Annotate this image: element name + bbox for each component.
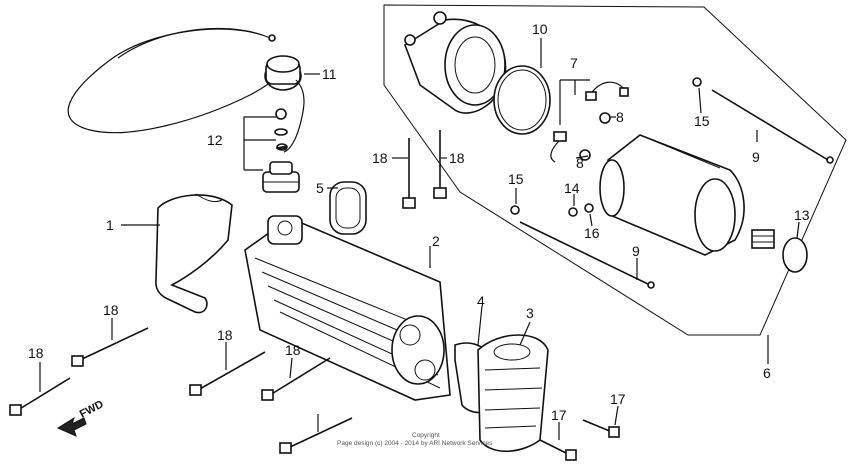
- bolt-18e: [189, 351, 266, 396]
- callout-13: 13: [794, 207, 810, 223]
- o-ring-10: [493, 65, 551, 135]
- bolt-18f: [261, 357, 331, 401]
- callout-3: 3: [526, 305, 534, 321]
- callout-15a: 15: [694, 113, 710, 129]
- nut-15a: [692, 77, 702, 87]
- callout-5: 5: [316, 180, 324, 196]
- callout-6: 6: [763, 365, 771, 381]
- callout-8a: 8: [616, 109, 624, 125]
- through-bolt-9b: [519, 221, 655, 289]
- callout-18f: 18: [285, 342, 301, 358]
- callout-4: 4: [477, 293, 485, 309]
- callout-10: 10: [532, 21, 548, 37]
- callout-18d: 18: [28, 345, 44, 361]
- bolt-18a: [402, 138, 416, 209]
- bolt-18d: [9, 377, 71, 416]
- callout-9a: 9: [752, 149, 760, 165]
- callout-1: 1: [106, 217, 114, 233]
- bolt-18g: [279, 417, 353, 454]
- starter-motor: [599, 134, 775, 256]
- bolt-17a: [539, 439, 577, 461]
- nut-16: [584, 203, 594, 213]
- starter-assembly-outline: [383, 4, 847, 336]
- callout-14: 14: [564, 180, 580, 196]
- bolt-18b: [433, 130, 447, 199]
- bolt-17b: [582, 419, 620, 438]
- callout-17a: 17: [551, 407, 567, 423]
- copyright-line-1: Copyright: [412, 432, 440, 439]
- callout-18e: 18: [217, 327, 233, 343]
- through-bolt-9a: [711, 89, 834, 164]
- nut-15b: [510, 205, 520, 215]
- callout-18c: 18: [103, 302, 119, 318]
- end-cover: [477, 334, 549, 452]
- screw-washer-set: [274, 108, 288, 151]
- switch-sensor: [262, 161, 300, 193]
- leader-lines: [39, 38, 800, 440]
- callout-8b: 8: [576, 155, 584, 171]
- callout-12: 12: [207, 132, 223, 148]
- callout-18a: 18: [372, 150, 388, 166]
- callout-9b: 9: [632, 243, 640, 259]
- nut-8a: [599, 112, 611, 124]
- fwd-label: FWD: [78, 398, 106, 420]
- callout-16: 16: [584, 225, 600, 241]
- callout-2: 2: [432, 233, 440, 249]
- brush-set: [550, 81, 629, 163]
- copyright-line-2: Page design (c) 2004 - 2014 by ARI Netwo…: [337, 440, 493, 447]
- callout-17b: 17: [610, 391, 626, 407]
- starter-case: [404, 11, 507, 114]
- pulser-coil: [264, 55, 305, 153]
- callout-11: 11: [322, 66, 337, 82]
- washer-14: [568, 207, 578, 217]
- o-ring-13: [782, 237, 808, 273]
- fwd-arrow: FWD: [56, 398, 106, 437]
- callout-7: 7: [570, 55, 578, 71]
- o-ring-5: [329, 181, 367, 235]
- cover-bracket: [155, 193, 233, 314]
- bolt-18c: [71, 327, 149, 367]
- finned-cover: [244, 215, 451, 401]
- callout-15b: 15: [508, 171, 524, 187]
- callout-18b: 18: [449, 150, 465, 166]
